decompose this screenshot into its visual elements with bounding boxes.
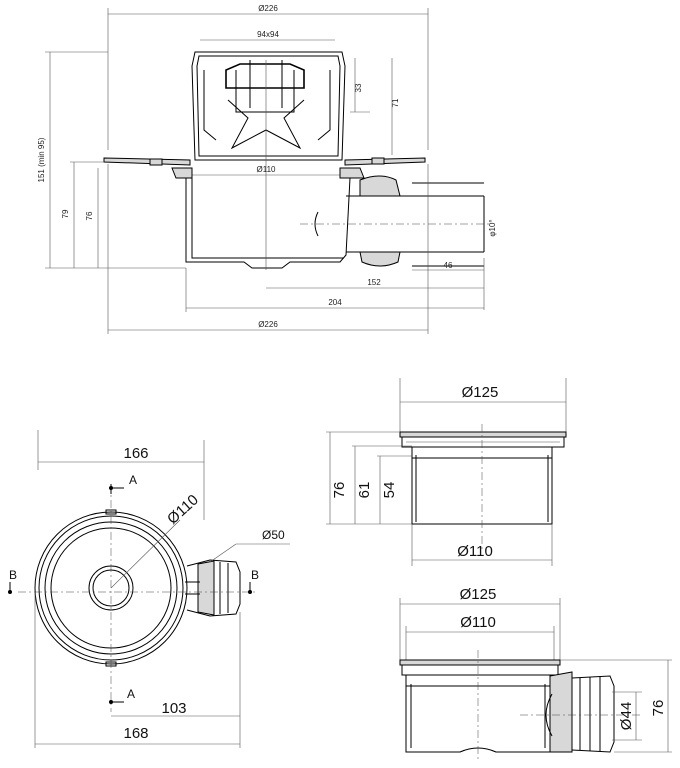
- dim-b-110: Ø110: [460, 614, 496, 631]
- dim-33: 33: [354, 83, 363, 92]
- dim-a-76: 76: [331, 482, 348, 499]
- dim-b-44: Ø44: [618, 702, 635, 730]
- dim-bottom-226: Ø226: [258, 320, 278, 329]
- dim-grate-94x94: 94x94: [257, 30, 279, 39]
- section-b-drawing: Ø125 Ø110 Ø44 76: [399, 586, 672, 760]
- dim-a-125: Ø125: [462, 384, 499, 401]
- section-mark-b-left: B: [9, 568, 17, 582]
- top-section-drawing: Ø226 94x94 33 71 Ø110: [37, 4, 497, 334]
- dim-152: 152: [367, 278, 381, 287]
- section-mark-a-top: A: [129, 473, 137, 487]
- dim-151: 151 (min 95): [37, 137, 46, 182]
- section-mark-b-right: B: [251, 568, 259, 582]
- dim-top-226: Ø226: [258, 4, 278, 13]
- dim-79: 79: [61, 209, 70, 218]
- dim-103: 103: [161, 700, 186, 717]
- dim-a-54: 54: [381, 482, 398, 499]
- dim-b-125: Ø125: [460, 586, 497, 603]
- dim-168: 168: [123, 725, 148, 742]
- dim-angle-10: φ10°: [488, 219, 497, 236]
- dim-b-76: 76: [650, 700, 667, 717]
- dim-46: 46: [444, 261, 453, 270]
- dim-76: 76: [85, 211, 94, 220]
- section-a-drawing: Ø125 76 61 54 Ø110: [326, 378, 567, 566]
- dim-204: 204: [328, 298, 342, 307]
- dim-plan-50: Ø50: [262, 528, 285, 542]
- dim-a-110: Ø110: [457, 543, 493, 560]
- dim-166: 166: [123, 445, 148, 462]
- section-mark-a-bottom: A: [127, 687, 135, 701]
- dim-a-61: 61: [356, 482, 373, 499]
- dim-71: 71: [391, 98, 400, 107]
- plan-view-drawing: 166 A A B B Ø110: [8, 430, 290, 748]
- dim-plan-110: Ø110: [164, 491, 202, 527]
